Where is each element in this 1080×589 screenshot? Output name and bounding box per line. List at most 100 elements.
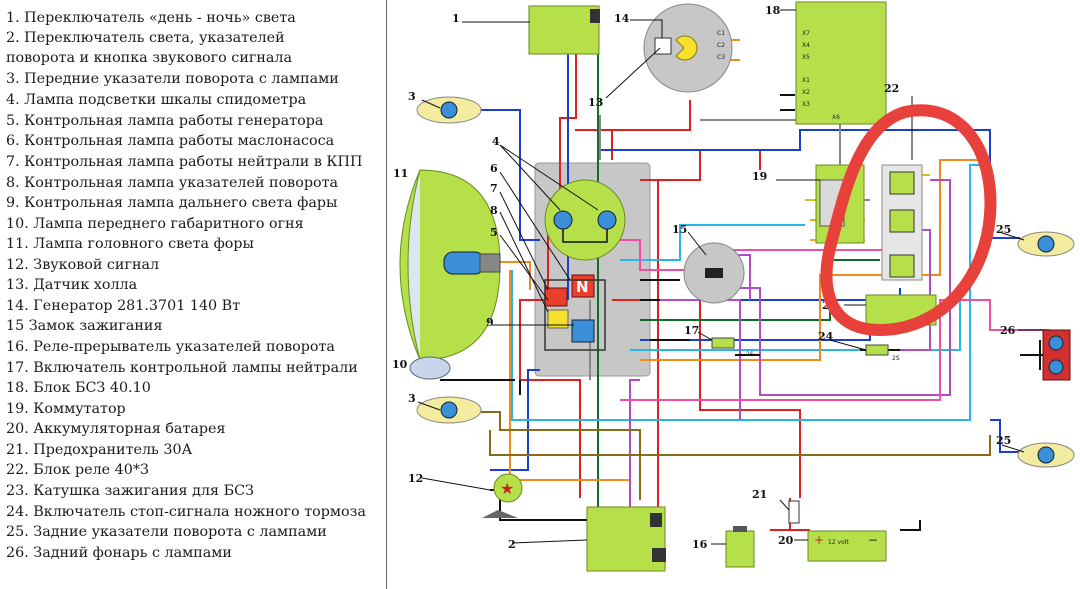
bulb-icon xyxy=(440,101,458,119)
battery xyxy=(807,530,887,562)
legend-item: 5. Контрольная лампа работы генератора xyxy=(6,113,324,129)
control-lamp-block xyxy=(544,279,606,351)
legend-item: 16. Реле-прерыватель указателей поворота xyxy=(6,339,335,355)
relay xyxy=(889,171,915,195)
legend-item: 9. Контрольная лампа дальнего света фары xyxy=(6,195,338,211)
legend-item: 22. Блок реле 40*3 xyxy=(6,462,150,478)
day-night-switch xyxy=(528,5,600,55)
relay-terminal xyxy=(733,526,747,532)
bulb-icon xyxy=(1048,335,1064,351)
legend-item: 1. Переключатель «день - ночь» света xyxy=(6,10,296,26)
legend-item: 10. Лампа переднего габаритного огня xyxy=(6,216,304,232)
leader-lines xyxy=(417,9,1043,545)
component-number: 16 xyxy=(692,538,708,551)
component-number: 15 xyxy=(672,223,687,236)
bulb-icon xyxy=(440,401,458,419)
relay xyxy=(889,209,915,233)
legend-item: поворота и кнопка звукового сигнала xyxy=(6,50,292,66)
terminal-label: X3 xyxy=(802,101,810,108)
fuse xyxy=(788,500,800,524)
switch-connector xyxy=(652,548,666,562)
component-number: 20 xyxy=(778,534,794,547)
legend-item: 2. Переключатель света, указателей xyxy=(6,30,285,46)
legend-item: 23. Катушка зажигания для БСЗ xyxy=(6,483,254,499)
legend-item: 20. Аккумуляторная батарея xyxy=(6,421,226,437)
component-number: 19 xyxy=(752,170,767,183)
bulb-icon xyxy=(1037,446,1055,464)
circuit-diagram: C1 C2 C3 X7 X4 X5 X1 X2 X3 X6 N xyxy=(392,1,1075,572)
highlight-circle-relay xyxy=(820,104,997,336)
legend-item: 11. Лампа головного света форы xyxy=(6,236,254,252)
terminal-label: X5 xyxy=(802,54,810,61)
speedometer-wiring xyxy=(562,229,608,243)
ignition-key-slot xyxy=(705,268,723,278)
component-number: 10 xyxy=(392,358,408,371)
component-number: 11 xyxy=(393,167,408,180)
component-number: 25 xyxy=(996,434,1011,447)
bsz-block xyxy=(795,1,887,125)
generator-rotor-icon xyxy=(675,35,698,61)
terminal-label: X1 xyxy=(802,77,810,84)
component-number: 26 xyxy=(1000,324,1016,337)
legend-item: 18. Блок БСЗ 40.10 xyxy=(6,380,151,396)
component-number: 1 xyxy=(452,12,460,25)
horn-base xyxy=(482,510,518,518)
legend-item: 17. Включатель контрольной лампы нейтрал… xyxy=(6,360,358,376)
component-number: 24 xyxy=(818,330,834,343)
divider xyxy=(386,0,387,589)
component-number: 8 xyxy=(490,204,498,217)
legend-item: 12. Звуковой сигнал xyxy=(6,257,160,273)
component-number: 22 xyxy=(884,82,899,95)
legend-item: 14. Генератор 281.3701 140 Вт xyxy=(6,298,241,314)
turn-signal-relay xyxy=(725,530,755,568)
turn-indicator-lamp xyxy=(547,309,569,329)
battery-label: 12 volt xyxy=(828,539,849,546)
headlight-socket xyxy=(479,253,501,273)
hall-sensor-connector xyxy=(654,37,672,55)
component-number: 7 xyxy=(490,182,498,195)
terminal-label: C2 xyxy=(717,42,725,49)
component-number: 2 xyxy=(508,538,516,551)
legend-item: 8. Контрольная лампа указателей поворота xyxy=(6,175,339,191)
terminal-label: X7 xyxy=(802,30,810,37)
legend-item: 15 Замок зажигания xyxy=(6,318,163,334)
terminal-label: X4 xyxy=(802,42,810,49)
bulb-icon xyxy=(597,210,617,230)
component-number: 5 xyxy=(490,226,498,239)
component-number: 18 xyxy=(765,4,781,17)
terminal-label: 2S xyxy=(892,355,900,362)
switch-connector xyxy=(650,513,662,527)
switch-connector xyxy=(590,9,600,23)
horn xyxy=(493,473,523,503)
neutral-switch xyxy=(711,337,735,349)
legend-item: 25. Задние указатели поворота с лампами xyxy=(6,524,327,540)
legend-item: 3. Передние указатели поворота с лампами xyxy=(6,71,339,87)
component-number: 9 xyxy=(486,316,494,329)
terminal-label: X6 xyxy=(832,114,840,121)
legend-item: 13. Датчик холла xyxy=(6,277,138,293)
terminal-label: C3 xyxy=(717,54,725,61)
component-number: 17 xyxy=(684,324,699,337)
component-number: 13 xyxy=(588,96,603,109)
terminal-label: X2 xyxy=(802,89,810,96)
bulb-icon xyxy=(1048,359,1064,375)
parking-lamp xyxy=(409,356,451,380)
component-number: 3 xyxy=(408,392,416,405)
legend-item: 6. Контрольная лампа работы маслонасоса xyxy=(6,133,335,149)
headlight-lens xyxy=(407,169,421,361)
brake-light-switch xyxy=(865,344,889,356)
legend-item: 26. Задний фонарь с лампами xyxy=(6,545,232,561)
component-number: 12 xyxy=(408,472,423,485)
component-number: 25 xyxy=(996,223,1011,236)
battery-plus-icon: + xyxy=(814,533,824,547)
terminal-label: C1 xyxy=(717,30,725,37)
neutral-lamp-glyph: N xyxy=(576,278,589,296)
relay xyxy=(889,254,915,278)
terminal-label: 2S xyxy=(746,351,754,358)
component-number: 21 xyxy=(752,488,767,501)
battery-minus-icon: − xyxy=(868,533,878,547)
component-number: 3 xyxy=(408,90,416,103)
horn-star-icon: ★ xyxy=(500,479,514,498)
component-number: 6 xyxy=(490,162,498,175)
